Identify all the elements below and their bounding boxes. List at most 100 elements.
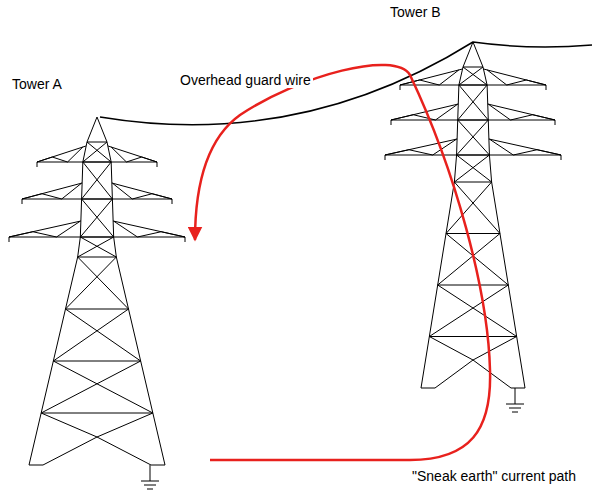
lattice-stroke: [454, 155, 456, 182]
tower-label: Tower A: [10, 76, 64, 92]
lattice-stroke: [400, 85, 401, 90]
lattice-stroke: [41, 361, 53, 413]
lattice-stroke: [116, 257, 128, 309]
lattice-stroke: [141, 361, 153, 413]
lattice-stroke: [97, 437, 151, 465]
lattice-stroke: [111, 162, 112, 199]
lattice-stroke: [385, 150, 409, 155]
lattice-stroke: [82, 162, 112, 199]
lattice-stroke: [446, 233, 500, 234]
lattice-stroke: [37, 157, 52, 162]
lattice-stroke: [511, 115, 533, 120]
lattice-stroke: [144, 485, 156, 486]
lattice-stroke: [500, 234, 508, 286]
lattice-stroke: [458, 85, 487, 120]
lattice-stroke: [29, 465, 43, 466]
lattice-stroke: [37, 162, 157, 163]
lattice-stroke: [65, 257, 116, 309]
wire-label: Overhead guard wire: [178, 72, 313, 88]
lattice-stroke: [385, 155, 561, 156]
lattice-stroke: [400, 85, 546, 86]
lattice-stroke: [488, 104, 510, 120]
lattice-stroke: [9, 237, 10, 242]
lattice-stroke: [157, 162, 158, 167]
lattice-stroke: [487, 70, 507, 85]
lattice-stroke: [513, 150, 537, 155]
lattice-stroke: [561, 155, 562, 160]
lattice-stroke: [83, 162, 113, 199]
lattice-stroke: [400, 80, 420, 85]
lattice-stroke: [9, 221, 81, 237]
sneak-current-path: [195, 65, 490, 460]
lattice-stroke: [161, 232, 185, 237]
lattice-stroke: [438, 285, 509, 286]
lattice-stroke: [409, 150, 433, 155]
lattice-stroke: [43, 437, 97, 465]
lattice-stroke: [87, 142, 107, 143]
lattice-stroke: [97, 413, 153, 437]
lattice-stroke: [489, 139, 561, 155]
lattice-stroke: [126, 157, 141, 162]
lattice-stroke: [391, 115, 413, 120]
lattice-stroke: [22, 199, 172, 200]
lattice-stroke: [433, 139, 457, 155]
lattice-stroke: [457, 155, 492, 182]
lattice-stroke: [457, 120, 458, 155]
lattice-stroke: [473, 360, 511, 388]
lattice-stroke: [413, 115, 435, 120]
lattice-stroke: [458, 120, 490, 155]
lattice-stroke: [473, 337, 517, 361]
lattice-stroke: [53, 309, 128, 361]
lattice-stroke: [22, 199, 23, 204]
lattice-stroke: [80, 237, 116, 257]
lattice-stroke: [53, 361, 140, 362]
lattice-stroke: [512, 412, 518, 413]
lattice-stroke: [87, 142, 111, 162]
lattice-stroke: [65, 257, 77, 309]
tower-lattice: [9, 42, 561, 489]
lattice-stroke: [435, 360, 473, 388]
lattice-stroke: [391, 120, 555, 121]
lattice-stroke: [151, 465, 165, 466]
lattice-stroke: [506, 404, 524, 405]
lattice-stroke: [172, 199, 173, 204]
lattice-stroke: [82, 162, 83, 199]
lattice-stroke: [507, 80, 527, 85]
lattice-stroke: [484, 69, 546, 85]
lattice-stroke: [385, 155, 386, 160]
lattice-stroke: [555, 120, 556, 125]
lattice-stroke: [142, 157, 157, 162]
lattice-stroke: [435, 104, 457, 120]
lattice-stroke: [511, 388, 525, 389]
lattice-stroke: [457, 120, 489, 155]
lattice-stroke: [132, 194, 152, 199]
lattice-stroke: [438, 285, 517, 337]
lattice-stroke: [429, 336, 516, 337]
lattice-stroke: [185, 237, 186, 242]
lattice-stroke: [129, 309, 141, 361]
lattice-stroke: [463, 67, 483, 68]
lattice-stroke: [53, 309, 65, 361]
lattice-stroke: [473, 42, 483, 67]
lattice-stroke: [80, 199, 112, 237]
lattice-stroke: [82, 199, 114, 237]
lattice-stroke: [487, 85, 488, 120]
lattice-stroke: [150, 465, 151, 481]
lattice-stroke: [454, 155, 489, 182]
lattice-stroke: [87, 117, 97, 142]
lattice-stroke: [97, 117, 107, 142]
lattice-stroke: [112, 183, 132, 199]
lattice-stroke: [22, 183, 82, 199]
lattice-stroke: [429, 285, 508, 337]
lattice-stroke: [438, 234, 446, 286]
lattice-stroke: [80, 199, 81, 237]
lattice-stroke: [112, 183, 172, 199]
lattice-stroke: [458, 85, 459, 120]
lattice-stroke: [62, 183, 82, 199]
lattice-stroke: [391, 120, 392, 125]
lattice-stroke: [52, 157, 67, 162]
lattice-stroke: [489, 139, 513, 155]
lattice-stroke: [9, 237, 185, 238]
lattice-stroke: [137, 232, 161, 237]
lattice-stroke: [114, 237, 117, 257]
